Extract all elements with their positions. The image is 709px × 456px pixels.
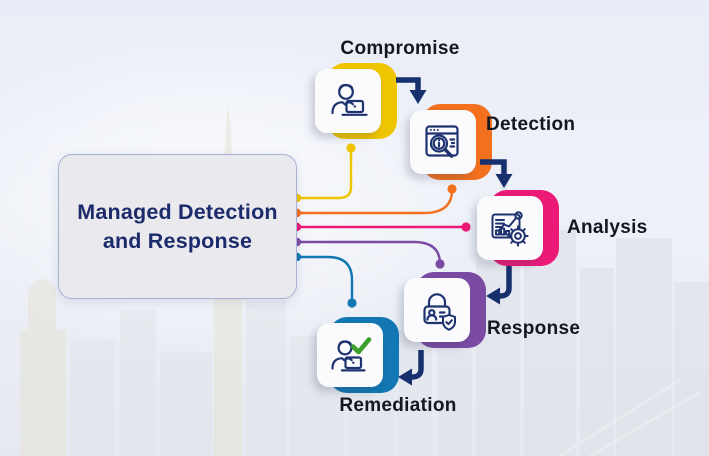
remediation-card <box>317 323 383 387</box>
person-laptop-check-icon <box>331 337 372 372</box>
label-analysis: Analysis <box>567 217 648 238</box>
step-card-compromise <box>315 63 397 139</box>
arrow-compromise-to-detection <box>396 77 421 91</box>
person-laptop-icon <box>331 83 368 116</box>
detection-card <box>410 110 476 174</box>
label-response: Response <box>487 318 581 339</box>
label-detection: Detection <box>486 114 576 135</box>
label-remediation: Remediation <box>339 395 457 416</box>
arrow-response-to-remediation <box>411 350 424 380</box>
arrow-analysis-to-response <box>499 266 512 299</box>
mdr-title-box: Managed Detection and Response <box>58 154 297 299</box>
response-card <box>404 278 470 342</box>
chart-gear-icon <box>491 211 529 247</box>
skyline-road-lines <box>559 378 701 456</box>
browser-search-icon <box>425 125 459 158</box>
label-compromise: Compromise <box>340 38 460 59</box>
lock-person-shield-icon <box>423 293 456 331</box>
connector-compromise <box>295 147 353 200</box>
mdr-title-line1: Managed Detection <box>77 199 278 224</box>
connector-response <box>295 240 442 266</box>
connector-detection <box>295 188 454 215</box>
step-card-analysis <box>477 190 559 266</box>
step-card-detection <box>410 104 492 180</box>
compromise-card <box>315 69 381 133</box>
mdr-title-line2: and Response <box>102 228 253 253</box>
analysis-card <box>477 196 543 260</box>
mdr-title: Managed Detection and Response <box>77 198 278 256</box>
connector-remediation <box>295 255 354 305</box>
green-checkmark <box>350 337 372 355</box>
step-card-response <box>404 272 486 348</box>
step-card-remediation <box>317 317 399 393</box>
